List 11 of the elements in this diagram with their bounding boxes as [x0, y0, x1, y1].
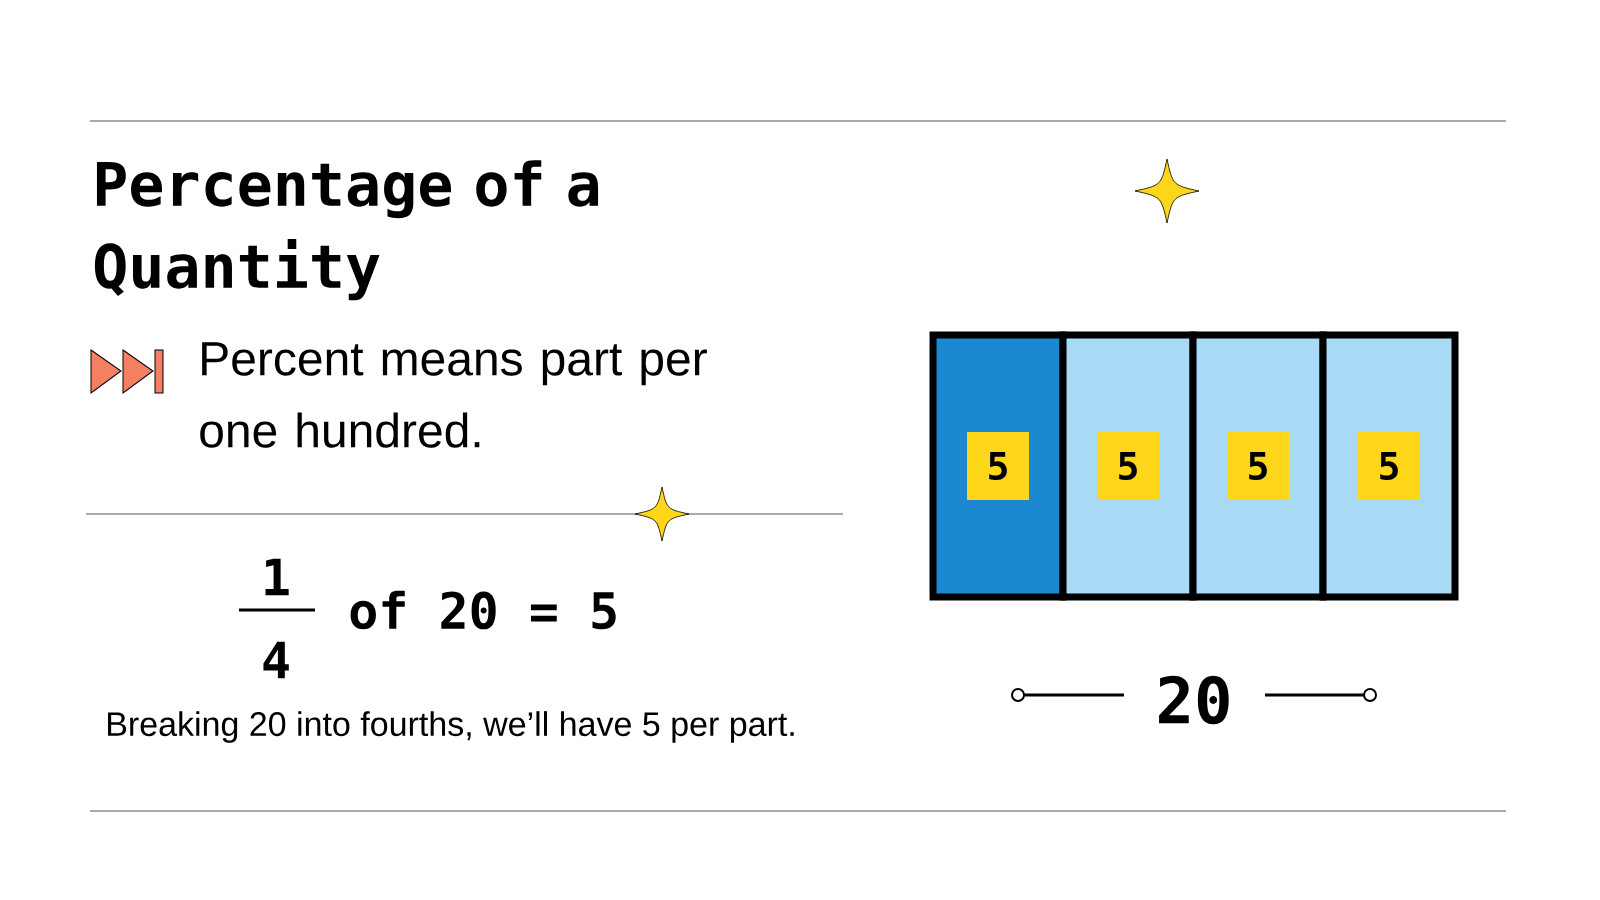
equation: of 20 = 5: [350, 590, 616, 630]
bar-segment: 5: [929, 331, 1067, 601]
caption: Breaking 20 into fourths, we’ll have 5 per part.: [108, 711, 794, 743]
numerator: 1: [265, 558, 289, 596]
dimension-label: 20: [1159, 675, 1229, 725]
title: Percentage of a Quantity: [94, 160, 599, 301]
bullet-text: Percent means part per one hundred.: [200, 342, 707, 448]
denominator: 4: [263, 641, 289, 679]
bar-segment: 5: [1319, 331, 1459, 601]
bar-segment: 5: [1059, 331, 1197, 601]
bar-segment: 5: [1189, 331, 1327, 601]
